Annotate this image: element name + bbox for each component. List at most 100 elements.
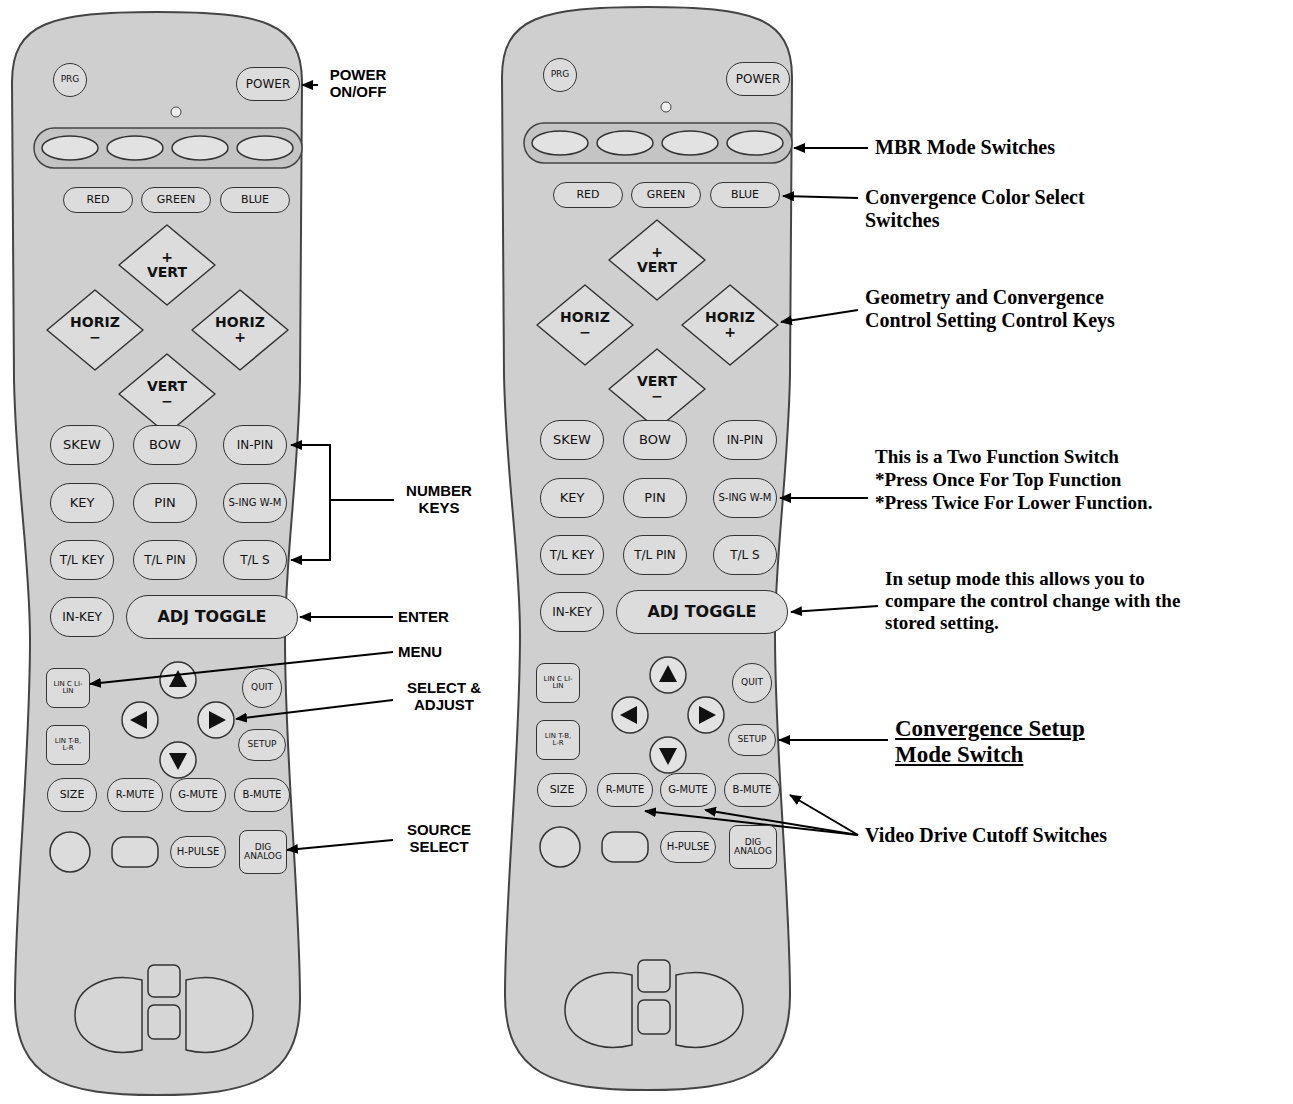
button-label: BLUE [241, 194, 269, 206]
button-label: PIN [644, 491, 665, 505]
remote-button: GREEN [631, 182, 701, 208]
remote-body [502, 7, 792, 1090]
remote-button: S-ING W-M [713, 478, 777, 518]
button-label: KEY [70, 496, 95, 510]
remote-button: T/L PIN [623, 535, 687, 575]
button-label: SETUP [248, 740, 277, 749]
remote-button: BLUE [220, 187, 290, 213]
button-label: T/L S [730, 549, 760, 562]
button-label: SIZE [60, 789, 85, 801]
button-label: RED [86, 194, 109, 206]
button-label: SETUP [738, 735, 767, 744]
remote-body [12, 12, 302, 1095]
button-label: VERT − [142, 379, 192, 408]
button-label: T/L PIN [634, 549, 676, 562]
button-label: IN-PIN [727, 434, 764, 447]
remote-button: DIG ANALOG [239, 830, 287, 874]
button-label: T/L S [240, 554, 270, 567]
remote-button: PRG [53, 63, 87, 97]
remote-button: T/L KEY [540, 535, 604, 575]
annotation-text: *Press Once For Top Function [875, 469, 1255, 491]
button-label: BOW [639, 433, 671, 447]
remote-button: BOW [623, 420, 687, 460]
annotation-text: *Press Twice For Lower Function. [875, 492, 1255, 514]
button-label: POWER [246, 78, 290, 91]
direction-key: + VERT [117, 223, 217, 307]
button-label: QUIT [741, 678, 763, 687]
button-label: PRG [61, 75, 80, 84]
remote-button: KEY [540, 478, 604, 518]
callout-label: SELECT & ADJUST [398, 679, 490, 714]
button-label: VERT − [632, 374, 682, 403]
remote-button: SKEW [540, 420, 604, 460]
button-label: SKEW [63, 438, 101, 452]
remote-button: RED [63, 187, 133, 213]
annotation-text: Convergence Color Select Switches [865, 186, 1115, 232]
remote-button: IN-PIN [713, 420, 777, 460]
remote-button: B-MUTE [234, 778, 290, 812]
remote-button: LIN C LI-LIN [46, 668, 90, 708]
button-label: KEY [560, 491, 585, 505]
button-label: PIN [154, 496, 175, 510]
remote-button: BOW [133, 425, 197, 465]
callout-label: POWER ON/OFF [322, 66, 394, 101]
button-label: S-ING W-M [718, 493, 771, 504]
button-label: GREEN [647, 189, 685, 201]
callout-label: MENU [398, 643, 468, 660]
remote-button: SETUP [728, 724, 776, 756]
direction-key: HORIZ − [45, 288, 145, 372]
callout-label: NUMBER KEYS [398, 482, 480, 517]
button-label: QUIT [251, 683, 273, 692]
button-label: IN-PIN [237, 439, 274, 452]
remote-button: T/L PIN [133, 540, 197, 580]
remote-button: BLUE [710, 182, 780, 208]
leader-lines [90, 85, 888, 850]
remote-button: T/L KEY [50, 540, 114, 580]
annotation-text: This is a Two Function Switch [875, 446, 1255, 468]
annotation-text: MBR Mode Switches [875, 136, 1175, 159]
direction-key: VERT − [607, 347, 707, 431]
remote-button: ADJ TOGGLE [126, 595, 298, 639]
remote-button: POWER [726, 62, 790, 96]
button-label: HORIZ − [560, 310, 610, 339]
button-label: DIG ANALOG [734, 838, 772, 857]
remote-button: T/L S [223, 540, 287, 580]
button-label: T/L PIN [144, 554, 186, 567]
annotation-text: Video Drive Cutoff Switches [865, 824, 1195, 847]
button-label: SIZE [550, 784, 575, 796]
direction-key: + VERT [607, 218, 707, 302]
remote-button: LIN T-B, L-R [536, 720, 580, 760]
remote-button: T/L S [713, 535, 777, 575]
remote-button: LIN C LI-LIN [536, 663, 580, 703]
remote-button: QUIT [242, 668, 282, 708]
button-label: IN-KEY [62, 611, 102, 624]
remote-button: PIN [133, 483, 197, 523]
remote-button: R-MUTE [107, 778, 163, 812]
remote-button: G-MUTE [660, 773, 716, 807]
button-label: ADJ TOGGLE [157, 609, 266, 626]
direction-key: HORIZ − [535, 283, 635, 367]
remote-button: DIG ANALOG [729, 825, 777, 869]
remote-button: SKEW [50, 425, 114, 465]
button-label: LIN C LI-LIN [541, 676, 575, 691]
remote-button: G-MUTE [170, 778, 226, 812]
remote-button: IN-PIN [223, 425, 287, 465]
button-label: S-ING W-M [228, 498, 281, 509]
button-label: DIG ANALOG [244, 843, 282, 862]
button-label: SKEW [553, 433, 591, 447]
button-label: GREEN [157, 194, 195, 206]
button-label: B-MUTE [243, 790, 282, 801]
button-label: BOW [149, 438, 181, 452]
button-label: LIN C LI-LIN [51, 681, 85, 696]
remote-button: SIZE [47, 778, 97, 812]
button-label: R-MUTE [606, 785, 645, 796]
remote-button: R-MUTE [597, 773, 653, 807]
button-label: + VERT [142, 250, 192, 279]
annotation-text: Convergence Setup Mode Switch [895, 716, 1125, 769]
remote-button: IN-KEY [50, 597, 114, 637]
button-label: T/L KEY [60, 554, 105, 567]
button-label: + VERT [632, 245, 682, 274]
button-label: G-MUTE [668, 785, 708, 796]
button-label: HORIZ − [70, 315, 120, 344]
remote-button: PRG [543, 58, 577, 92]
